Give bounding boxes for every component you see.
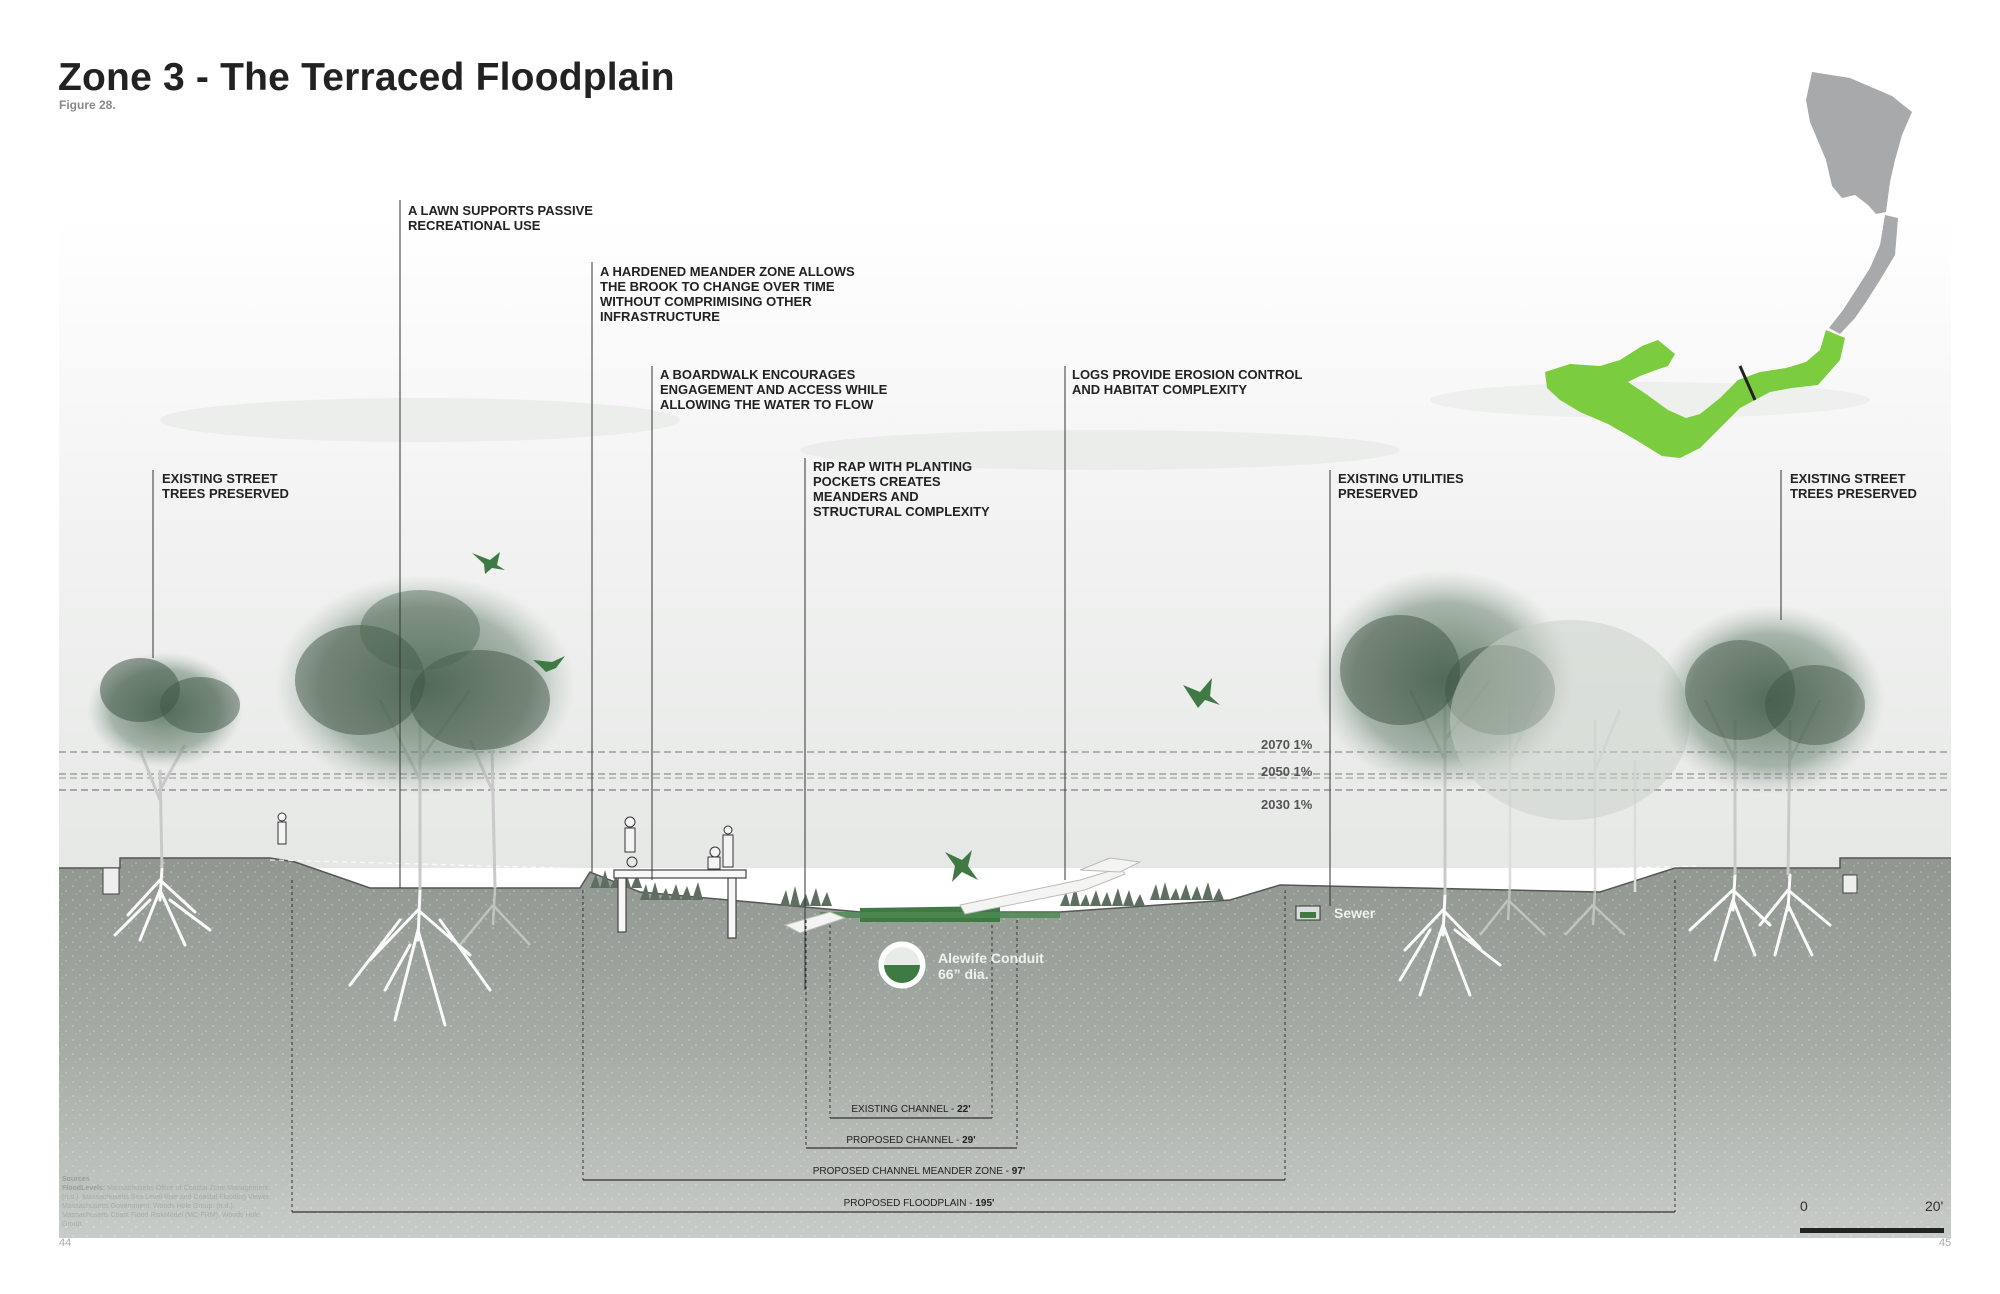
figure-number: Figure 28.	[59, 98, 116, 112]
label-meander-zone: A HARDENED MEANDER ZONE ALLOWS THE BROOK…	[600, 264, 855, 324]
label-logs: LOGS PROVIDE EROSION CONTROL AND HABITAT…	[1072, 367, 1303, 397]
scale-bar	[1800, 1228, 1944, 1233]
logs	[783, 857, 1142, 934]
alewife-conduit	[878, 941, 926, 989]
dim-label-meander-zone: PROPOSED CHANNEL MEANDER ZONE - 97'	[812, 1166, 1026, 1177]
conduit-label: Alewife Conduit 66” dia.	[938, 950, 1044, 982]
scale-start: 0	[1800, 1198, 1808, 1214]
page-number-left: 44	[59, 1237, 72, 1249]
tree-canopies	[87, 570, 1885, 820]
dim-label-floodplain: PROPOSED FLOODPLAIN - 195'	[843, 1198, 995, 1209]
people	[277, 812, 734, 870]
flood-level-2050: 2050 1%	[1261, 764, 1313, 779]
flood-level-2030: 2030 1%	[1261, 797, 1313, 812]
page-title: Zone 3 - The Terraced Floodplain	[58, 56, 675, 99]
label-street-trees-right: EXISTING STREET TREES PRESERVED	[1790, 471, 1917, 501]
curbs	[102, 867, 1858, 895]
scale-end: 20'	[1925, 1198, 1944, 1214]
boardwalk	[613, 869, 747, 939]
label-rip-rap: RIP RAP WITH PLANTING POCKETS CREATES ME…	[813, 459, 990, 519]
page-number-right: 45	[1939, 1237, 1952, 1249]
sewer-label: Sewer	[1334, 905, 1376, 921]
key-map	[1545, 72, 1912, 458]
leader-lines	[152, 200, 1782, 990]
riparian-planting	[590, 870, 1224, 906]
dimension-lines	[292, 1117, 1675, 1213]
dim-label-proposed-channel: PROPOSED CHANNEL - 29'	[846, 1135, 976, 1146]
birds	[472, 552, 1220, 882]
flood-level-2070: 2070 1%	[1261, 737, 1313, 752]
label-utilities: EXISTING UTILITIES PRESERVED	[1338, 471, 1464, 501]
tree-roots	[113, 866, 1832, 1027]
label-street-trees-left: EXISTING STREET TREES PRESERVED	[162, 471, 289, 501]
label-lawn: A LAWN SUPPORTS PASSIVE RECREATIONAL USE	[408, 203, 593, 233]
dim-label-existing-channel: EXISTING CHANNEL - 22'	[851, 1104, 971, 1115]
label-boardwalk: A BOARDWALK ENCOURAGES ENGAGEMENT AND AC…	[660, 367, 888, 412]
